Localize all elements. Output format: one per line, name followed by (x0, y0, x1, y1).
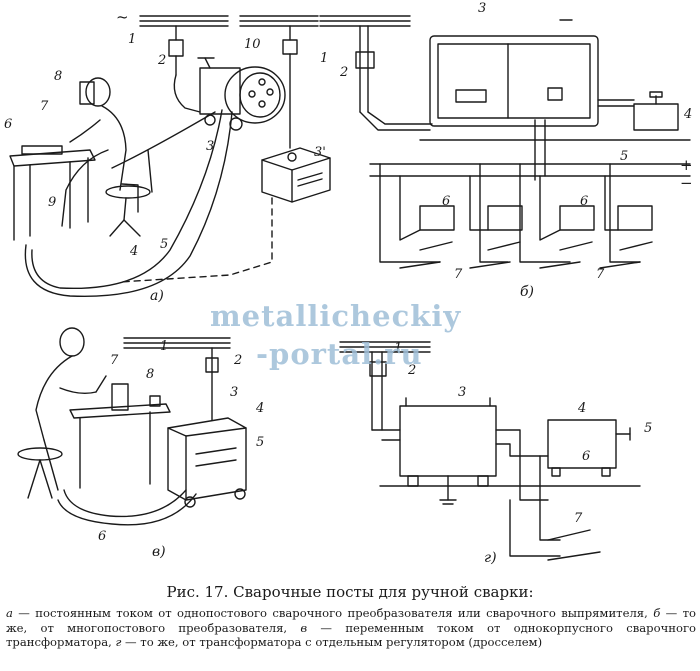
label-1: 1 (160, 339, 168, 354)
label-1: 1 (128, 32, 136, 47)
panel-label-v: в) (152, 544, 166, 560)
label-3-prime: 3' (314, 145, 326, 160)
label-2: 2 (407, 363, 416, 378)
panel-v-drawing (17, 327, 247, 526)
panel-a-labels: ~ 1 2 3 3' 4 5 6 7 8 9 10 а) (4, 8, 326, 304)
panel-v-labels: 1 2 3 4 5 6 7 8 в) (98, 339, 264, 560)
label-1: 1 (394, 341, 402, 356)
label-6: 6 (4, 117, 12, 132)
figure-legend: а — постоянным током от однопостового св… (6, 606, 696, 650)
watermark-line-2: -portal.ru (256, 337, 423, 371)
plus-sign: + (680, 156, 693, 174)
panel-a-drawing (9, 15, 331, 298)
label-6: 6 (98, 529, 106, 544)
label-4: 4 (255, 401, 264, 416)
label-7: 7 (454, 267, 463, 282)
label-2: 2 (339, 65, 348, 80)
label-3: 3 (230, 385, 238, 400)
legend-key-v: в (300, 620, 308, 635)
label-8: 8 (146, 367, 154, 382)
watermark-line-1: metallicheckiy (210, 299, 461, 333)
label-6: 6 (442, 194, 450, 209)
label-10: 10 (244, 37, 261, 52)
legend-text-a: — постоянным током от однопостового свар… (12, 606, 654, 620)
legend-text-g: — то же, от трансформатора с отдельным р… (121, 635, 543, 649)
legend-key-g: г (115, 635, 122, 649)
label-5: 5 (644, 421, 652, 436)
legend-key-b: б (653, 606, 661, 620)
label-4: 4 (129, 244, 138, 259)
legend-text-v: — переменным током от однокорпусного сва… (6, 620, 696, 650)
minus-sign: − (680, 174, 693, 192)
label-6: 6 (582, 449, 590, 464)
panel-g-drawing (339, 341, 641, 561)
label-3: 3 (206, 139, 214, 154)
label-5: 5 (620, 149, 628, 164)
label-3: 3 (478, 1, 486, 16)
label-2: 2 (157, 53, 166, 68)
label-5: 5 (160, 237, 168, 252)
label-6: 6 (580, 194, 588, 209)
panel-g-labels: 1 2 3 4 5 6 7 г) (394, 341, 652, 566)
label-8: 8 (54, 69, 62, 84)
legend-key-a: а (6, 606, 13, 620)
panel-label-a: а) (150, 288, 164, 304)
label-7: 7 (596, 267, 605, 282)
label-4: 4 (683, 107, 692, 122)
label-7: 7 (40, 99, 49, 114)
label-9: 9 (48, 195, 56, 210)
label-1: 1 (320, 51, 328, 66)
panel-b-drawing (319, 15, 691, 269)
label-5: 5 (256, 435, 264, 450)
panel-b-labels: 1 2 3 4 5 6 6 7 7 + − б) (320, 1, 693, 300)
panel-label-b: б) (520, 284, 534, 300)
wave-mark: ~ (116, 8, 129, 26)
welding-stations-figure: ~ 1 2 3 3' 4 5 6 7 8 9 10 а) 1 2 3 4 5 6… (4, 1, 693, 566)
figure-caption: Рис. 17. Сварочные посты для ручной свар… (166, 583, 534, 601)
label-2: 2 (233, 353, 242, 368)
label-4: 4 (577, 401, 586, 416)
label-3: 3 (458, 385, 466, 400)
label-7: 7 (110, 353, 119, 368)
legend-text-b: — то же, от многопостового преобразовате… (6, 606, 696, 635)
label-7: 7 (574, 511, 583, 526)
panel-label-g: г) (484, 550, 497, 566)
